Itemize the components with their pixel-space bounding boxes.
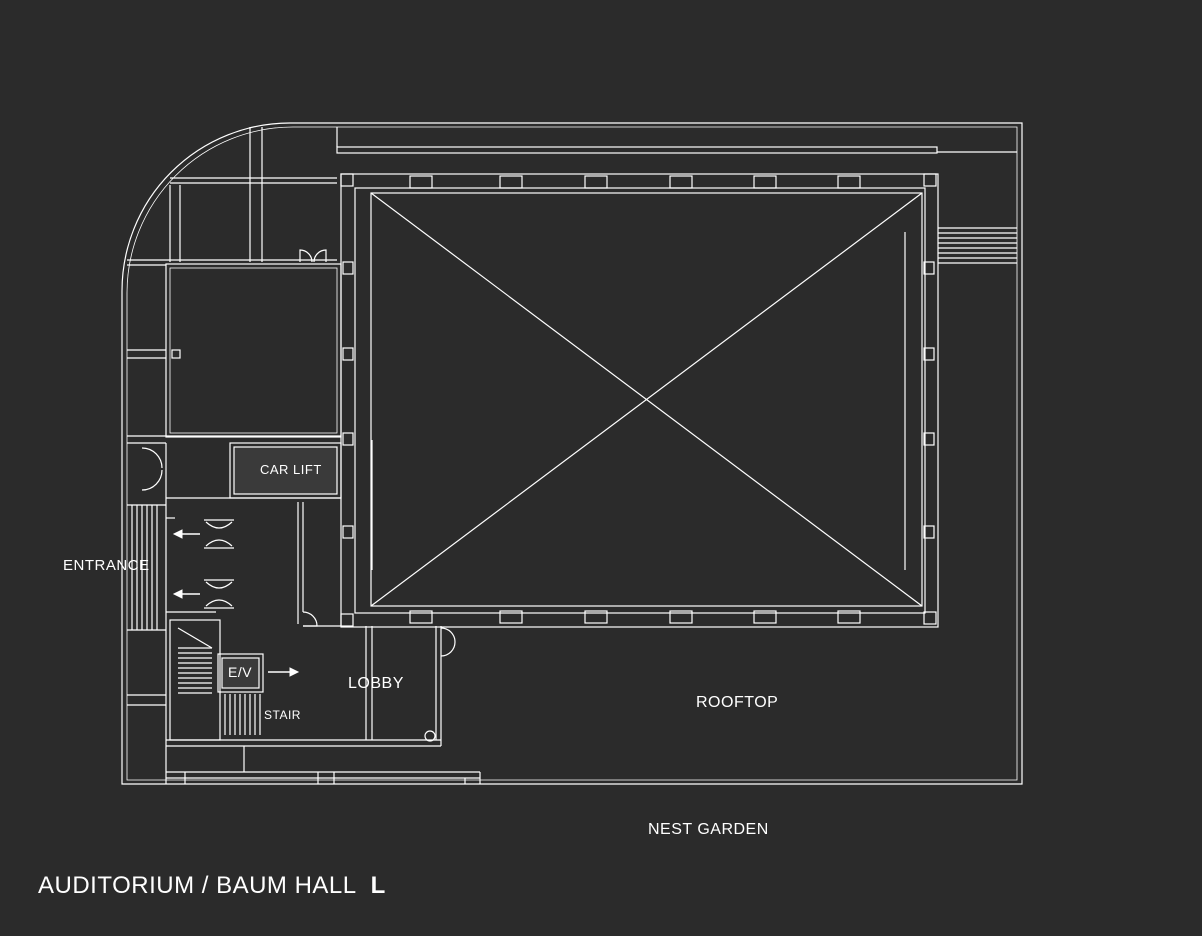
elevator [217, 653, 264, 693]
hall-columns-left [342, 261, 354, 539]
top-left-grid [127, 127, 341, 444]
nest-garden-label: NEST GARDEN [648, 821, 769, 838]
side-ramp [938, 227, 1017, 264]
upper-room [165, 263, 342, 438]
entrance-arrow-1 [172, 529, 200, 539]
lobby-door [302, 611, 318, 627]
entrance-steps [127, 504, 166, 631]
entrance-side-door [141, 447, 163, 491]
elevator-label: E/V [228, 664, 253, 680]
stair-label: STAIR [264, 708, 301, 722]
plan-title: AUDITORIUM / BAUM HALL L [38, 872, 386, 900]
entrance-label: ENTRANCE [63, 557, 150, 574]
rooftop-label: ROOFTOP [696, 694, 779, 711]
hall-columns-bottom [340, 610, 937, 627]
lobby-column [424, 730, 436, 742]
building-outline-inner [126, 126, 1018, 781]
hall-columns-top [340, 173, 937, 189]
stair-treads-upper [178, 647, 212, 694]
hall-diagonal-2 [370, 192, 923, 607]
elevator-arrow [268, 667, 300, 677]
hall-inner-wall [354, 187, 926, 614]
auditorium-hall [370, 192, 923, 607]
hall-outer-wall [340, 173, 939, 628]
lobby-label: LOBBY [348, 675, 404, 692]
top-band [336, 146, 938, 154]
revolving-door-2 [204, 579, 234, 609]
building-outline [121, 122, 1023, 785]
rooftop-door [440, 627, 456, 657]
entrance-arrow-2 [172, 589, 200, 599]
stair-treads-lower [224, 694, 261, 735]
upper-door [299, 249, 327, 263]
hall-columns-right [923, 261, 935, 539]
plan-title-main: AUDITORIUM / BAUM HALL [38, 872, 357, 899]
revolving-door-1 [204, 519, 234, 549]
car-lift-label: CAR LIFT [260, 462, 322, 477]
plan-title-suffix: L [370, 872, 386, 899]
